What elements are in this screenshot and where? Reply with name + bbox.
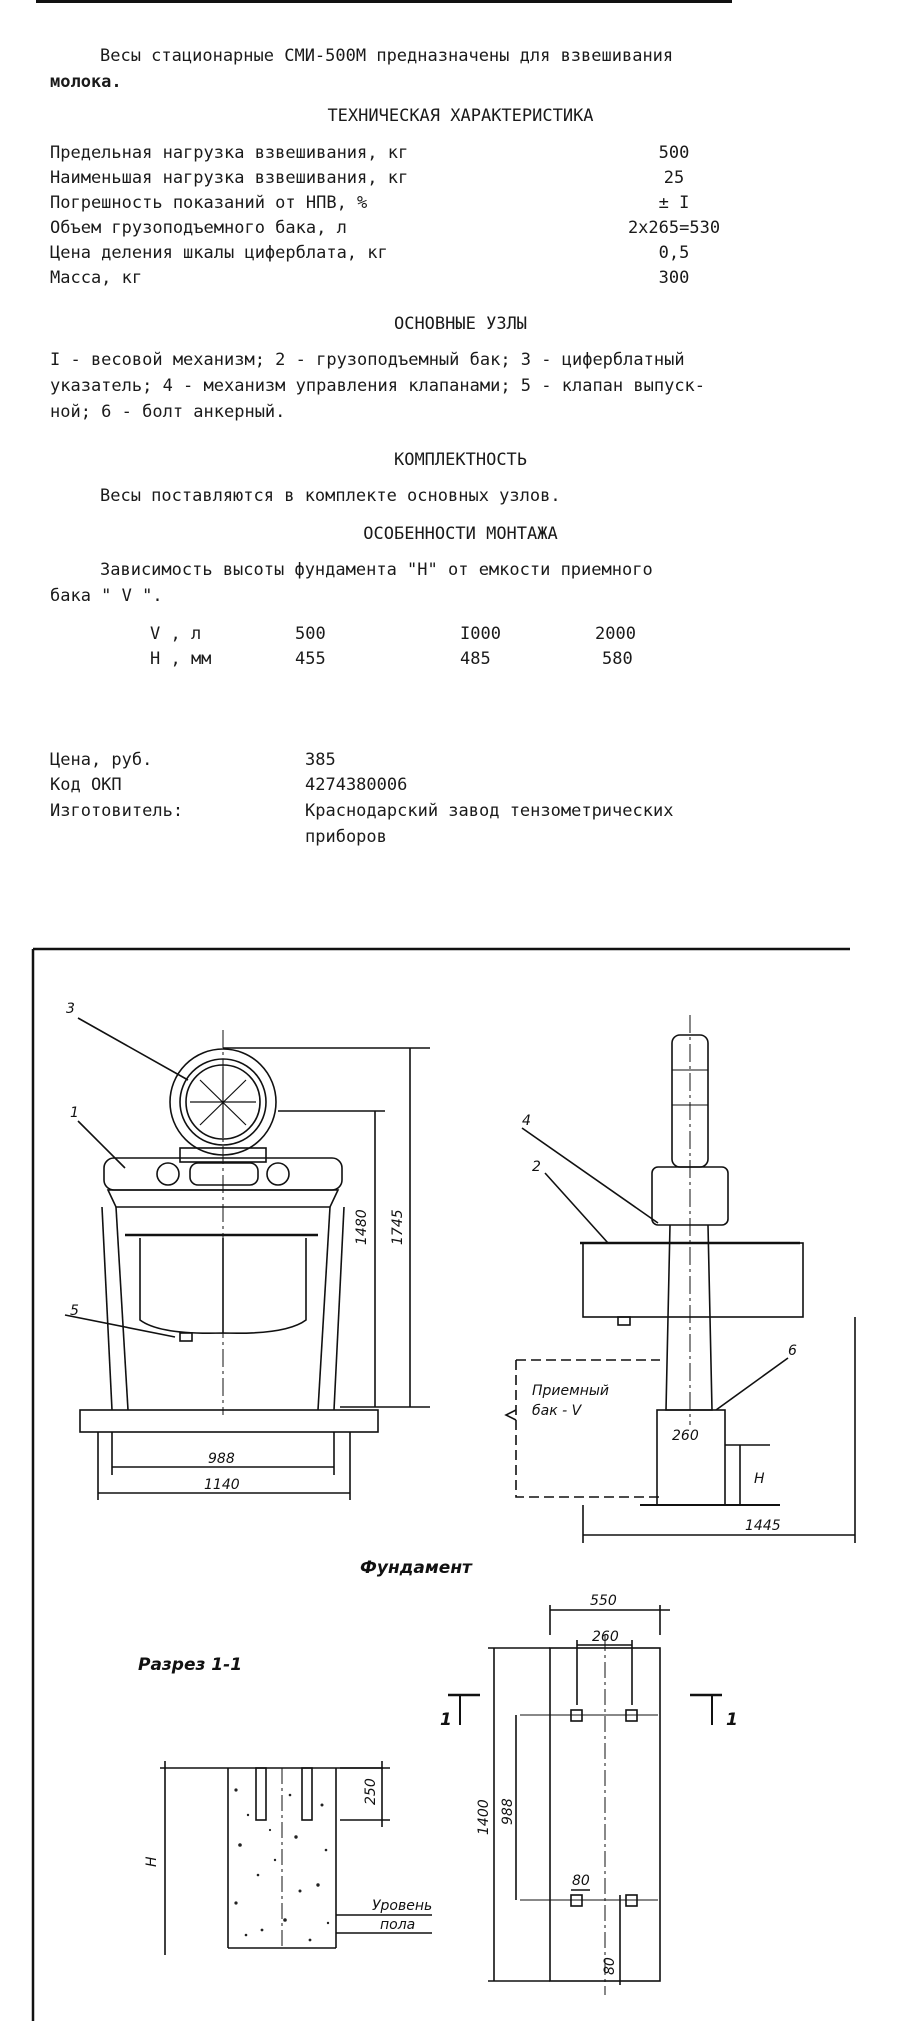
spec-value: 500 [658,143,690,163]
dim-260: 260 [672,1428,699,1444]
okp-value: 4274380006 [305,775,408,795]
top-border-line [36,0,732,3]
spec-label: Цена деления шкалы циферблата, кг [50,243,388,263]
nodes-heading: ОСНОВНЫЕ УЗЛЫ [393,314,528,334]
section-mark-left: 1 [440,1710,452,1730]
section-title: Разрез 1-1 [138,1655,242,1675]
dim-988: 988 [208,1451,235,1467]
dim-988-plan: 988 [500,1798,516,1825]
dim-80-horizontal: 80 [572,1873,590,1889]
intro-line-1: Весы стационарные СМИ-500М предназначены… [100,46,674,66]
spec-row: Масса, кг 300 [50,268,750,292]
dim-250: 250 [363,1778,379,1805]
callout-4: 4 [522,1113,531,1129]
foundation-title: Фундамент [360,1558,473,1578]
table-cell: 2000 [595,624,636,644]
dim-1745: 1745 [390,1209,406,1245]
spec-label: Объем грузоподъемного бака, л [50,218,347,238]
callout-5: 5 [70,1303,79,1319]
dim-1480: 1480 [354,1209,370,1245]
dim-550: 550 [590,1593,617,1609]
spec-label: Масса, кг [50,268,143,288]
tech-heading: ТЕХНИЧЕСКАЯ ХАРАКТЕРИСТИКА [327,106,594,126]
spec-row: Погрешность показаний от НПВ, % ± I [50,193,750,217]
kit-text: Весы поставляются в комплекте основных у… [100,486,561,506]
spec-value: ± I [658,193,690,213]
nodes-line-2: указатель; 4 - механизм управления клапа… [50,376,706,396]
table-h-label: Н , мм [150,649,212,669]
drawing-svg: 3 1 5 4 2 6 988 1140 1480 1745 260 1445 … [31,947,856,2021]
spec-label: Предельная нагрузка взвешивания, кг [50,143,409,163]
mount-line-2: бака " V ". [50,586,163,606]
mount-line-1: Зависимость высоты фундамента "Н" от емк… [100,560,653,580]
nodes-line-1: I - весовой механизм; 2 - грузоподъемный… [50,350,685,370]
spec-value: 300 [658,268,690,288]
spec-label: Наименьшая нагрузка взвешивания, кг [50,168,409,188]
section-dim-h: Н [144,1856,160,1867]
maker-label: Изготовитель: [50,801,184,821]
dim-260-plan: 260 [592,1629,619,1645]
mount-heading: ОСОБЕННОСТИ МОНТАЖА [363,524,558,544]
concrete-hatch [234,1788,330,1942]
table-cell: 455 [295,649,326,669]
dim-80-vertical: 80 [602,1957,618,1975]
callout-3: 3 [66,1001,75,1017]
dim-h: Н [754,1471,765,1487]
spec-value: 25 [663,168,685,188]
dim-1140: 1140 [204,1477,240,1493]
spec-value: 2х265=530 [627,218,721,238]
tank-label-2: бак - V [532,1403,583,1419]
floor-label-1: Уровень [372,1898,432,1914]
callout-6: 6 [788,1343,797,1359]
spec-row: Объем грузоподъемного бака, л 2х265=530 [50,218,750,242]
tank-label-1: Приемный [532,1383,609,1399]
spec-value: 0,5 [658,243,690,263]
floor-label-2: пола [380,1917,415,1933]
maker-line-1: Краснодарский завод тензометрических [305,801,674,821]
table-v-label: V , л [150,624,202,644]
dim-1445: 1445 [745,1518,781,1534]
spec-row: Предельная нагрузка взвешивания, кг 500 [50,143,750,167]
table-cell: 580 [602,649,633,669]
table-cell: 500 [295,624,326,644]
spec-row: Цена деления шкалы циферблата, кг 0,5 [50,243,750,267]
technical-drawing: 3 1 5 4 2 6 988 1140 1480 1745 260 1445 … [0,945,921,2021]
dim-1400: 1400 [476,1799,492,1835]
callout-2: 2 [532,1159,541,1175]
intro-line-2: молока. [50,72,122,92]
price-value: 385 [305,750,336,770]
nodes-line-3: ной; 6 - болт анкерный. [50,402,286,422]
okp-label: Код ОКП [50,775,122,795]
spec-row: Наименьшая нагрузка взвешивания, кг 25 [50,168,750,192]
callout-1: 1 [70,1105,79,1121]
kit-heading: КОМПЛЕКТНОСТЬ [393,450,528,470]
table-cell: 485 [460,649,491,669]
price-label: Цена, руб. [50,750,153,770]
maker-line-2: приборов [305,827,387,847]
spec-label: Погрешность показаний от НПВ, % [50,193,368,213]
section-mark-right: 1 [726,1710,738,1730]
table-cell: I000 [460,624,501,644]
